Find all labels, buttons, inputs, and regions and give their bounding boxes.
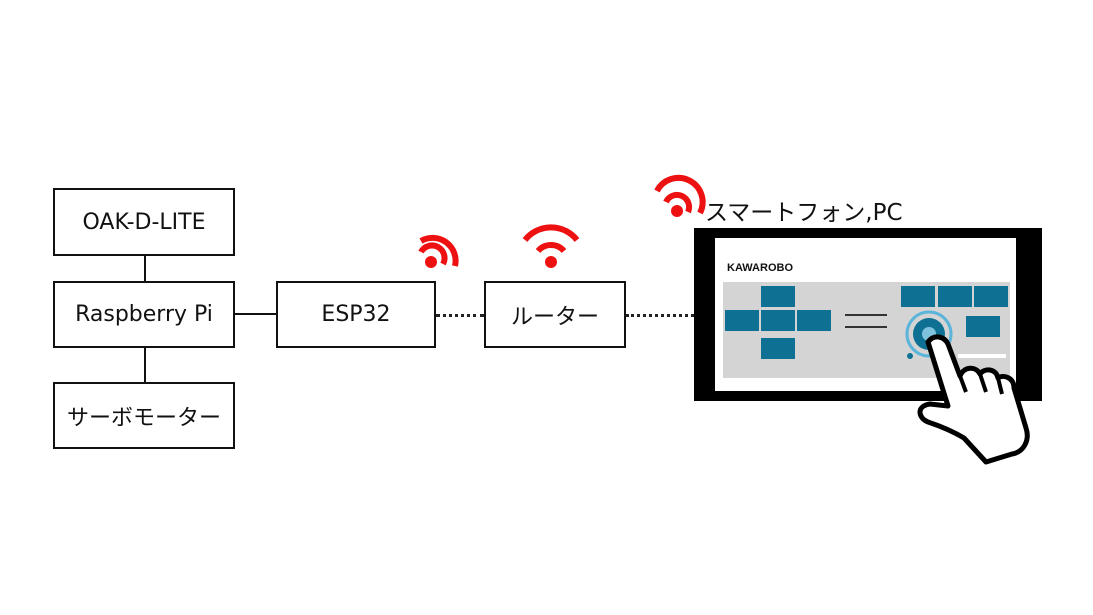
connector-raspberry-servo (144, 347, 146, 383)
action-button[interactable] (974, 286, 1008, 307)
dpad-center-button[interactable] (761, 310, 795, 331)
device-label: スマートフォン,PC (705, 200, 903, 226)
hand-pointer-icon (958, 373, 1004, 395)
dpad-right-button[interactable] (797, 310, 831, 331)
touch-ring-icon (905, 310, 1006, 359)
center-divider (845, 326, 887, 328)
router-box: ルーター (484, 281, 626, 348)
esp32-box: ESP32 (276, 281, 436, 348)
raspberry-pi-box: Raspberry Pi (53, 281, 235, 348)
action-button[interactable] (966, 316, 1000, 337)
connector-oak-raspberry (144, 256, 146, 282)
action-button[interactable] (901, 286, 935, 307)
connector-raspberry-esp32 (235, 313, 278, 315)
router-label: ルーター (510, 304, 599, 330)
wifi-icon (522, 224, 580, 268)
wifi-icon (654, 174, 706, 217)
dpad-up-button[interactable] (761, 286, 795, 307)
center-divider (845, 314, 887, 316)
oak-d-lite-label: OAK-D-LITE (82, 209, 206, 235)
raspberry-pi-label: Raspberry Pi (75, 302, 213, 327)
dpad-down-button[interactable] (761, 338, 795, 359)
controller-panel (723, 282, 1010, 378)
action-button[interactable] (938, 286, 972, 307)
wireless-link-router-device (626, 314, 694, 317)
oak-d-lite-box: OAK-D-LITE (53, 188, 235, 256)
device-frame: KAWAROBO (694, 228, 1042, 401)
hand-pointer-icon (917, 334, 1030, 465)
esp32-label: ESP32 (321, 302, 391, 327)
device-screen: KAWAROBO (715, 238, 1016, 391)
servo-motor-box: サーボモーター (53, 382, 235, 449)
wireless-link-esp32-router (436, 314, 484, 317)
dpad-left-button[interactable] (725, 310, 759, 331)
servo-motor-label: サーボモーター (66, 405, 221, 431)
wifi-icon (418, 234, 459, 268)
brand-text: KAWAROBO (727, 262, 793, 274)
